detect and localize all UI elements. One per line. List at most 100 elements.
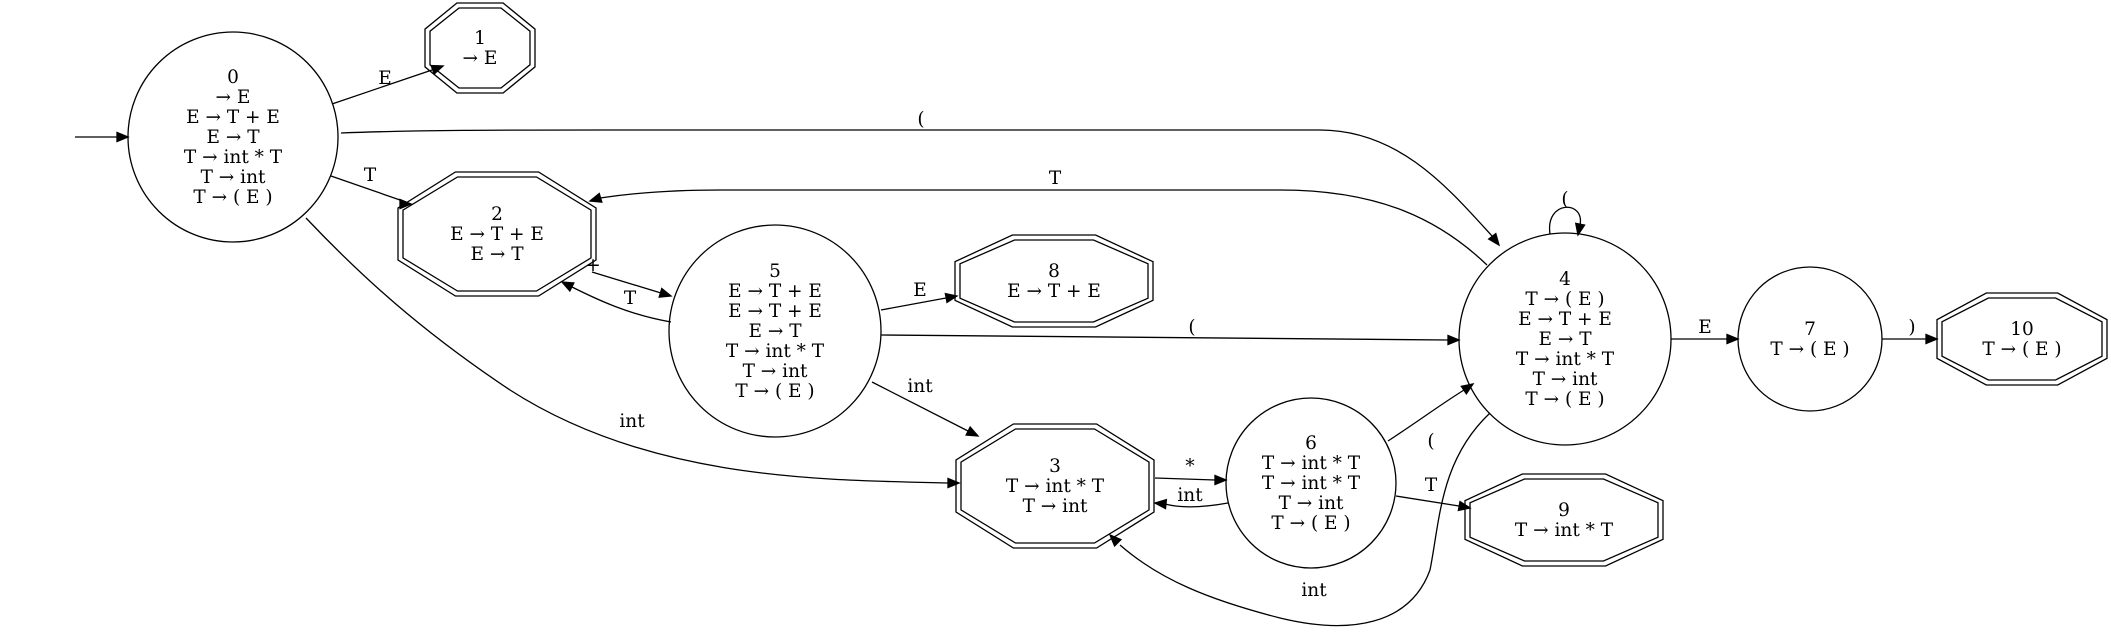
state-5: 5E → T + EE → T + EE → TT → int * TT → i…: [668, 224, 882, 438]
lr-item: T → int: [201, 167, 266, 188]
transition-5-4: (: [880, 317, 1461, 346]
state-number: 1: [474, 28, 486, 49]
state-9: 9T → int * T: [1464, 473, 1664, 567]
transition-line: [571, 286, 672, 323]
transition-label: int: [619, 411, 645, 432]
lr-item: E → T: [748, 321, 802, 342]
lr-item: T → ( E ): [1271, 513, 1350, 534]
transition-arrowhead: [944, 292, 959, 304]
state-3: 3T → int * TT → int: [955, 423, 1155, 549]
transition-7-10: ): [1882, 317, 1939, 345]
transition-arrowhead: [947, 477, 961, 489]
transition-label: (: [1561, 189, 1568, 210]
transition-4-3: int: [1108, 412, 1491, 627]
lr-item: T → int * T: [1262, 473, 1361, 494]
state-1: 1→ E: [424, 2, 536, 94]
lr-item: T → int: [1023, 496, 1088, 517]
transition-5-3: int: [871, 376, 980, 437]
start-arrowhead: [116, 131, 130, 143]
accepting-state-inner-octagon: [959, 239, 1149, 323]
transition-label: ): [1908, 317, 1915, 338]
lr-item: T → ( E ): [1525, 289, 1604, 310]
state-number: 4: [1559, 269, 1571, 290]
state-number: 3: [1049, 456, 1061, 477]
transition-6-4: (: [1387, 383, 1475, 452]
transition-label: E: [378, 68, 392, 89]
lr-item: T → ( E ): [735, 381, 814, 402]
transition-line: [1549, 206, 1581, 235]
transition-line: [880, 334, 1449, 341]
lr-item: T → int * T: [1262, 453, 1361, 474]
accepting-state-outer-octagon: [955, 423, 1155, 549]
transition-0-3: int: [305, 217, 961, 489]
transition-label: *: [1185, 456, 1194, 477]
start-arrow: [75, 131, 130, 143]
transition-line: [331, 69, 433, 105]
lr-item: T → ( E ): [1982, 339, 2061, 360]
transition-line: [1119, 412, 1491, 627]
transition-line: [340, 129, 1493, 237]
accepting-state-inner-octagon: [1469, 478, 1659, 562]
transition-label: int: [1177, 485, 1203, 506]
transition-0-4: (: [340, 109, 1501, 247]
state-number: 7: [1804, 319, 1816, 340]
lr-item: E → T: [1538, 329, 1592, 350]
transition-arrowhead: [1457, 500, 1472, 512]
transition-label: int: [907, 376, 933, 397]
transition-arrowhead: [1447, 334, 1461, 346]
transition-4-7: E: [1671, 317, 1740, 345]
transition-arrowhead: [1214, 474, 1228, 486]
transition-line: [330, 175, 401, 201]
state-circle: [668, 224, 882, 438]
transition-arrowhead: [588, 192, 603, 203]
state-2: 2E → T + EE → T: [397, 171, 597, 297]
transition-6-9: T: [1395, 475, 1472, 512]
lr-item: E → T + E: [728, 301, 822, 322]
accepting-state-outer-octagon: [424, 2, 536, 94]
accepting-state-outer-octagon: [397, 171, 597, 297]
transition-arrowhead: [1726, 333, 1740, 345]
transition-2-5: +: [585, 255, 673, 298]
transition-line: [1154, 477, 1216, 481]
transition-label: E: [913, 280, 927, 301]
lr-item: E → T + E: [186, 107, 280, 128]
state-number: 10: [2010, 319, 2034, 340]
transition-4-2: T: [588, 168, 1488, 266]
transition-line: [880, 297, 947, 311]
transition-arrowhead: [1574, 222, 1586, 237]
transition-line: [591, 271, 662, 294]
transition-4-4: (: [1549, 189, 1586, 237]
transition-arrowhead: [658, 287, 673, 298]
lr-item: → E: [463, 48, 498, 69]
lr-item: E → T: [470, 244, 524, 265]
lr-item: T → int * T: [1515, 520, 1614, 541]
state-number: 8: [1048, 261, 1060, 282]
transition-line: [1395, 495, 1460, 507]
accepting-state-outer-octagon: [1464, 473, 1664, 567]
accepting-state-outer-octagon: [954, 234, 1154, 328]
state-4: 4T → ( E )E → T + EE → TT → int * TT → i…: [1458, 232, 1672, 446]
transition-0-1: E: [331, 64, 445, 105]
state-8: 8E → T + E: [954, 234, 1154, 328]
transition-label: int: [1301, 580, 1327, 601]
transition-label: T: [1425, 475, 1438, 496]
state-circle: [127, 31, 339, 243]
accepting-state-inner-octagon: [960, 428, 1150, 544]
lr-item: T → int: [1533, 369, 1598, 390]
transition-3-6: *: [1154, 456, 1228, 486]
transition-label: T: [1049, 168, 1062, 189]
state-number: 2: [491, 204, 503, 225]
accepting-state-inner-octagon: [402, 176, 592, 292]
state-circle: [1737, 266, 1883, 412]
transition-line: [871, 381, 969, 432]
lr-item: E → T + E: [1007, 281, 1101, 302]
lr-item: T → int * T: [1006, 476, 1105, 497]
lr-item: E → T: [206, 127, 260, 148]
lr-item: T → int: [743, 361, 808, 382]
state-circle: [1225, 397, 1397, 569]
state-number: 5: [769, 261, 781, 282]
